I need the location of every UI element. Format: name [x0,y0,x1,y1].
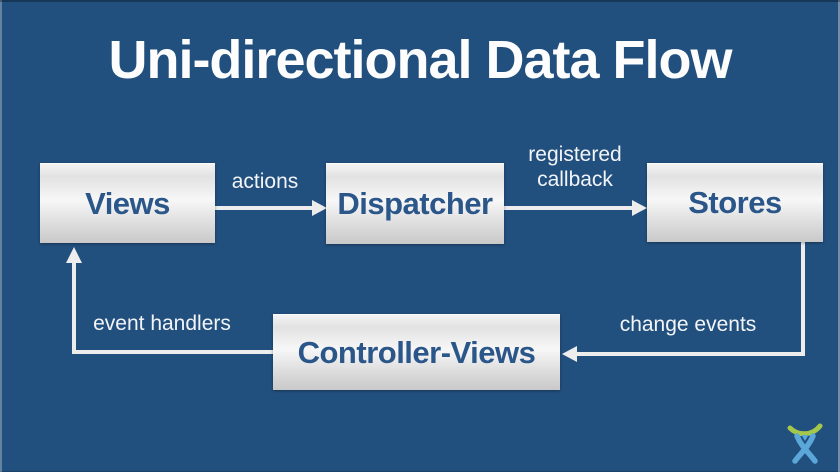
node-dispatcher: Dispatcher [326,163,504,244]
page-title: Uni-directional Data Flow [108,30,732,90]
node-views-label: Views [85,185,170,221]
edge-label-event-handlers-text: event handlers [93,312,231,335]
edge-change-events-arrow [562,241,805,362]
node-dispatcher-label: Dispatcher [337,186,493,221]
atlassian-logo-icon [787,423,823,464]
edge-label-registered-line2: callback [537,168,613,191]
logo-head [801,435,809,441]
node-controller-views-label: Controller-Views [297,334,536,370]
edge-actions-arrow [215,200,327,216]
edge-actions-arrowhead-icon [312,200,327,216]
edge-change-events-arrowhead-icon [562,346,577,362]
node-stores-label: Stores [688,185,782,220]
node-stores: Stores [647,163,823,242]
edge-registered-callback-arrow [504,200,647,216]
edge-label-event-handlers: event handlers [72,311,252,336]
edge-event-handlers-arrow [66,247,273,354]
logo-limb-right [792,433,816,464]
edge-registered-callback-arrowhead-icon [632,200,647,216]
logo-arc [787,423,823,437]
edge-label-registered-line1: registered [528,143,622,166]
edge-label-actions-text: actions [231,170,299,193]
node-controller-views: Controller-Views [273,314,560,390]
edge-label-change-events: change events [598,312,778,337]
edge-change-events-line [576,241,805,356]
edge-label-registered-callback: registered callback [495,142,655,192]
edge-event-handlers-arrowhead-icon [66,247,82,263]
edge-label-actions: actions [195,169,335,194]
edge-event-handlers-line [72,262,273,354]
node-views: Views [40,163,215,243]
edge-label-change-events-text: change events [619,313,757,336]
